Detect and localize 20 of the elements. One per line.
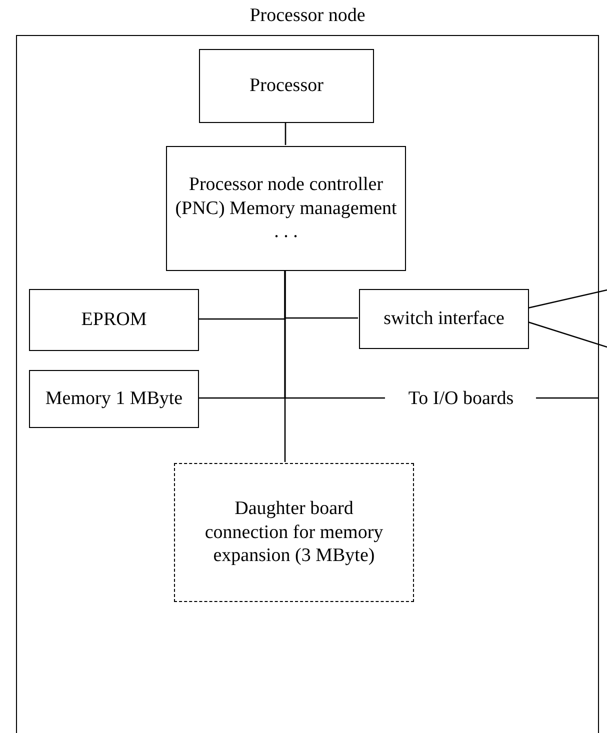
box-text: Processor xyxy=(250,74,324,98)
box-text: Memory 1 MByte xyxy=(45,387,183,411)
connector-line xyxy=(284,122,286,145)
box-text: . . . xyxy=(274,220,298,244)
block-box xyxy=(29,289,199,351)
box-text: Processor node controller (PNC) Memory management xyxy=(174,172,398,220)
connector-line xyxy=(535,397,599,399)
block-box xyxy=(166,146,406,271)
box-text: EPROM xyxy=(81,308,147,332)
connector-line xyxy=(528,321,607,348)
box-text: To I/O boards xyxy=(408,387,514,411)
connector-line xyxy=(284,270,286,462)
frame-title: Processor node xyxy=(248,4,366,28)
box-text: Daughter board connection for memory expansion (3 MByte) xyxy=(204,496,384,568)
block-box xyxy=(199,49,374,123)
box-text: switch interface xyxy=(384,307,504,331)
block-box xyxy=(29,370,199,428)
dashed-box xyxy=(174,463,414,602)
block-box xyxy=(359,289,529,349)
connector-line xyxy=(528,289,607,309)
